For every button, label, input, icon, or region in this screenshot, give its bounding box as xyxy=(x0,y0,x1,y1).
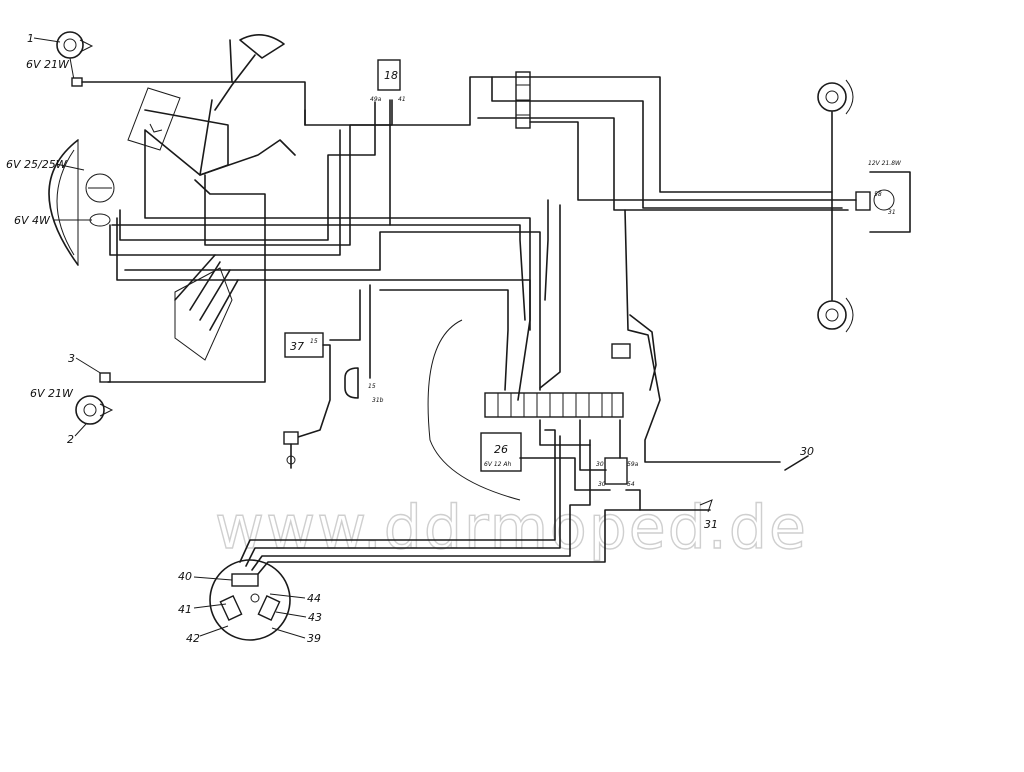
label-2: 2 xyxy=(67,433,74,446)
label-18: 18 xyxy=(384,69,398,82)
terminal-30: 30 xyxy=(596,461,604,468)
dimmer-switch xyxy=(174,267,233,361)
label-3: 3 xyxy=(68,352,75,365)
horn-button xyxy=(214,34,285,111)
terminal-30b: 30 xyxy=(598,481,606,488)
terminal-49a: 49a xyxy=(370,96,382,103)
label-1: 1 xyxy=(27,32,34,45)
front-indicator-top-lamp-icon xyxy=(56,31,94,59)
terminal-31-tail: 31 xyxy=(888,209,896,216)
parking-light-rating: 6V 4W xyxy=(14,214,51,227)
light-switch xyxy=(604,457,628,485)
terminal-15: 15 xyxy=(368,383,376,390)
wiring-harness xyxy=(81,39,857,575)
spark-plug-icon xyxy=(283,431,299,469)
front-indicator-top-rating: 6V 21W xyxy=(26,58,70,71)
battery-26 xyxy=(480,432,522,472)
terminal-15-coil: 15 xyxy=(310,338,318,345)
tail-light xyxy=(855,171,911,233)
label-42: 42 xyxy=(186,632,200,645)
label-43: 43 xyxy=(308,611,322,624)
front-indicator-bottom-lamp-icon xyxy=(75,395,114,425)
watermark: www.ddrmoped.de xyxy=(215,493,808,563)
horn-icon xyxy=(344,367,359,399)
label-31: 31 xyxy=(704,518,718,531)
rear-indicator-bottom-lamp-icon xyxy=(817,297,854,333)
terminal-58: 58 xyxy=(874,191,882,198)
label-39: 39 xyxy=(307,632,321,645)
label-37: 37 xyxy=(290,340,304,353)
front-indicator-bottom-rating: 6V 21W xyxy=(30,387,74,400)
label-40: 40 xyxy=(178,570,192,583)
battery-rating: 6V 12 Ah xyxy=(484,461,511,468)
magneto-generator xyxy=(209,559,291,641)
label-30: 30 xyxy=(800,445,814,458)
terminal-59a: 59a xyxy=(627,461,639,468)
terminal-54: 54 xyxy=(627,481,635,488)
flasher-relay-18 xyxy=(377,59,401,91)
tail-light-rating: 12V 21.8W xyxy=(868,160,902,167)
brake-switch xyxy=(784,455,809,471)
label-26: 26 xyxy=(494,443,508,456)
rear-indicator-top-lamp-icon xyxy=(817,79,854,115)
headlight-rating: 6V 25/25W xyxy=(6,158,68,171)
handlebar-switch xyxy=(127,87,181,151)
label-41: 41 xyxy=(178,603,192,616)
terminal-strip xyxy=(484,392,624,418)
terminal-41: 41 xyxy=(398,96,406,103)
label-44: 44 xyxy=(307,592,321,605)
regulator xyxy=(611,343,631,359)
terminal-31b: 31b xyxy=(372,397,384,404)
